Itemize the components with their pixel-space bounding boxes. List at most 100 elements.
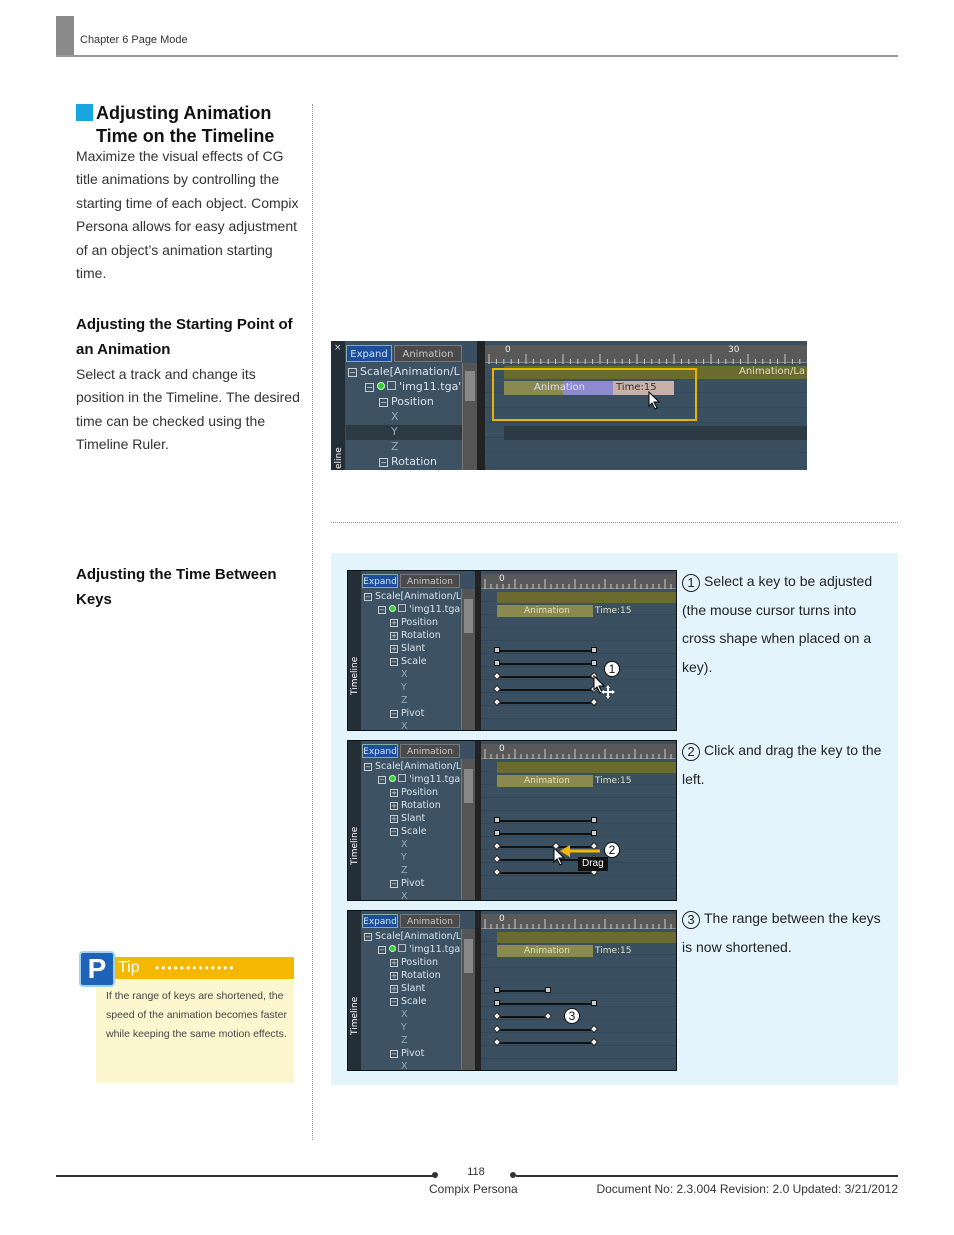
keyframe[interactable] bbox=[494, 817, 500, 823]
pane-separator[interactable] bbox=[475, 741, 481, 900]
timeline-ruler[interactable] bbox=[481, 914, 676, 929]
collapse-icon[interactable]: − bbox=[378, 946, 386, 954]
scroll-thumb[interactable] bbox=[464, 939, 473, 973]
tree-item[interactable]: Z bbox=[401, 1035, 408, 1046]
collapse-icon[interactable]: − bbox=[364, 763, 372, 771]
animation-track-bar[interactable] bbox=[497, 945, 593, 957]
tree-item-image[interactable]: −'img11.tga' bbox=[365, 380, 462, 393]
tree-scrollbar[interactable] bbox=[461, 589, 475, 730]
expand-icon[interactable]: + bbox=[390, 985, 398, 993]
track-bar-parent[interactable] bbox=[497, 592, 676, 603]
tree-item-y[interactable]: Y bbox=[391, 425, 398, 438]
tab-expand[interactable]: Expand bbox=[362, 914, 398, 928]
tree-item[interactable]: Y bbox=[401, 682, 407, 693]
collapse-icon[interactable]: − bbox=[365, 383, 374, 392]
tree-item[interactable]: +Slant bbox=[390, 643, 426, 654]
timeline-ruler[interactable] bbox=[481, 574, 676, 589]
animation-track-bar[interactable] bbox=[497, 605, 593, 617]
tree-scrollbar[interactable] bbox=[462, 363, 477, 470]
tree-item[interactable]: Y bbox=[401, 852, 407, 863]
keyframe[interactable] bbox=[591, 1000, 597, 1006]
tree-item[interactable]: +Rotation bbox=[390, 970, 441, 981]
tree-item[interactable]: +Slant bbox=[390, 983, 426, 994]
tree-item-scale[interactable]: −Scale[Animation/L bbox=[348, 365, 460, 378]
keyframe[interactable] bbox=[591, 817, 597, 823]
visible-dot-icon[interactable] bbox=[377, 382, 385, 390]
tree-item[interactable]: +Position bbox=[390, 787, 438, 798]
tree-item[interactable]: +Position bbox=[390, 957, 438, 968]
collapse-icon[interactable]: − bbox=[379, 398, 388, 407]
animation-track-bar[interactable] bbox=[497, 775, 593, 787]
collapse-icon[interactable]: − bbox=[390, 828, 398, 836]
visible-dot-icon[interactable] bbox=[389, 605, 396, 612]
close-icon[interactable]: × bbox=[334, 343, 342, 353]
collapse-icon[interactable]: − bbox=[390, 998, 398, 1006]
tab-expand[interactable]: Expand bbox=[362, 744, 398, 758]
keyframe[interactable] bbox=[494, 647, 500, 653]
tree-scrollbar[interactable] bbox=[461, 929, 475, 1070]
pane-separator[interactable] bbox=[475, 911, 481, 1070]
tree-item-z[interactable]: Z bbox=[391, 440, 399, 453]
tab-animation[interactable]: Animation bbox=[400, 914, 460, 928]
expand-icon[interactable]: + bbox=[390, 619, 398, 627]
collapse-icon[interactable]: − bbox=[390, 880, 398, 888]
tab-animation[interactable]: Animation bbox=[394, 345, 462, 362]
tree-item[interactable]: X bbox=[401, 721, 408, 731]
expand-icon[interactable]: + bbox=[390, 972, 398, 980]
tree-item-x[interactable]: X bbox=[391, 410, 399, 423]
keyframe[interactable] bbox=[494, 987, 500, 993]
tree-item[interactable]: +Rotation bbox=[390, 800, 441, 811]
keyframe[interactable] bbox=[494, 830, 500, 836]
tree-item[interactable]: X bbox=[401, 1061, 408, 1071]
keyframe[interactable] bbox=[494, 1000, 500, 1006]
tree-item[interactable]: −Scale[Animation/L bbox=[364, 761, 462, 772]
collapse-icon[interactable]: − bbox=[379, 458, 388, 467]
keyframe[interactable] bbox=[545, 987, 551, 993]
timeline-ruler[interactable] bbox=[481, 744, 676, 759]
collapse-icon[interactable]: − bbox=[378, 606, 386, 614]
tab-animation[interactable]: Animation bbox=[400, 574, 460, 588]
visible-dot-icon[interactable] bbox=[389, 775, 396, 782]
scroll-thumb[interactable] bbox=[464, 599, 473, 633]
visible-dot-icon[interactable] bbox=[389, 945, 396, 952]
keyframe[interactable] bbox=[591, 660, 597, 666]
tree-item[interactable]: −'img11.tga' bbox=[378, 774, 463, 785]
pane-separator[interactable] bbox=[475, 571, 481, 730]
scroll-thumb[interactable] bbox=[465, 371, 475, 401]
tab-expand[interactable]: Expand bbox=[346, 345, 392, 362]
collapse-icon[interactable]: − bbox=[364, 933, 372, 941]
expand-icon[interactable]: + bbox=[390, 645, 398, 653]
expand-icon[interactable]: + bbox=[390, 632, 398, 640]
tree-item[interactable]: −'img11.tga' bbox=[378, 604, 463, 615]
tree-item[interactable]: −Pivot bbox=[390, 878, 425, 889]
tree-item[interactable]: −Scale bbox=[390, 996, 427, 1007]
tree-item[interactable]: +Slant bbox=[390, 813, 426, 824]
tree-item-rotation[interactable]: −Rotation bbox=[379, 455, 438, 468]
tree-item[interactable]: X bbox=[401, 669, 408, 680]
tree-item-position[interactable]: −Position bbox=[379, 395, 434, 408]
timeline-ruler[interactable] bbox=[485, 345, 807, 363]
tree-item[interactable]: X bbox=[401, 839, 408, 850]
tree-item[interactable]: −Scale bbox=[390, 656, 427, 667]
keyframe[interactable] bbox=[494, 660, 500, 666]
tree-item[interactable]: −Scale[Animation/L bbox=[364, 591, 462, 602]
collapse-icon[interactable]: − bbox=[364, 593, 372, 601]
keyframe[interactable] bbox=[591, 830, 597, 836]
tab-animation[interactable]: Animation bbox=[400, 744, 460, 758]
track-bar-parent[interactable] bbox=[497, 932, 676, 943]
expand-icon[interactable]: + bbox=[390, 959, 398, 967]
keyframe[interactable] bbox=[591, 647, 597, 653]
tree-row-selected[interactable] bbox=[346, 425, 462, 440]
tree-item[interactable]: −Scale bbox=[390, 826, 427, 837]
track-bar-parent[interactable] bbox=[497, 762, 676, 773]
tree-item[interactable]: +Position bbox=[390, 617, 438, 628]
pane-separator[interactable] bbox=[477, 341, 485, 470]
tree-item[interactable]: Z bbox=[401, 865, 408, 876]
tree-item[interactable]: +Rotation bbox=[390, 630, 441, 641]
expand-icon[interactable]: + bbox=[390, 815, 398, 823]
collapse-icon[interactable]: − bbox=[390, 1050, 398, 1058]
tab-expand[interactable]: Expand bbox=[362, 574, 398, 588]
expand-icon[interactable]: + bbox=[390, 789, 398, 797]
tree-item[interactable]: −'img11.tga' bbox=[378, 944, 463, 955]
tree-item[interactable]: Z bbox=[401, 695, 408, 706]
